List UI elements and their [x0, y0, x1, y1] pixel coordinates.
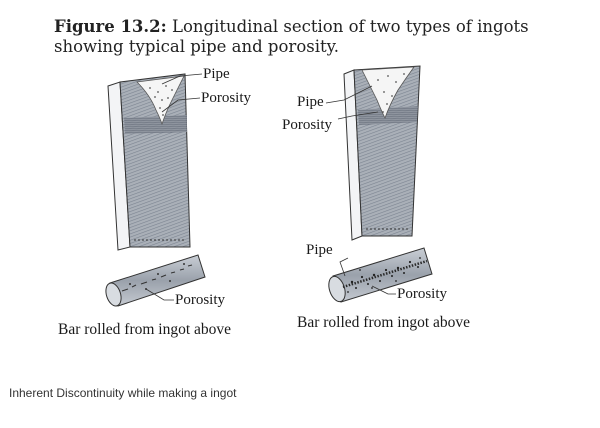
right-ingot	[325, 65, 421, 241]
page-caption: Inherent Discontinuity while making a in…	[9, 386, 237, 400]
right-porosity-label: Porosity	[282, 117, 333, 133]
right-pipe-label: Pipe	[297, 94, 324, 110]
figure-number: Figure 13.2:	[54, 17, 167, 36]
left-bar	[105, 254, 206, 307]
right-bar-porosity-label: Porosity	[397, 286, 448, 302]
left-porosity-label: Porosity	[201, 90, 252, 106]
left-caption: Bar rolled from ingot above	[58, 321, 232, 338]
right-bar	[328, 247, 433, 303]
right-caption: Bar rolled from ingot above	[297, 314, 471, 331]
left-pipe-label: Pipe	[203, 66, 230, 82]
left-bar-porosity-label: Porosity	[175, 292, 226, 308]
figure-title: Figure 13.2: Longitudinal section of two…	[54, 17, 554, 57]
left-ingot	[107, 73, 203, 251]
figure-title-text: Longitudinal section of two types of ing…	[54, 17, 529, 56]
right-bar-pipe-label: Pipe	[306, 242, 333, 258]
